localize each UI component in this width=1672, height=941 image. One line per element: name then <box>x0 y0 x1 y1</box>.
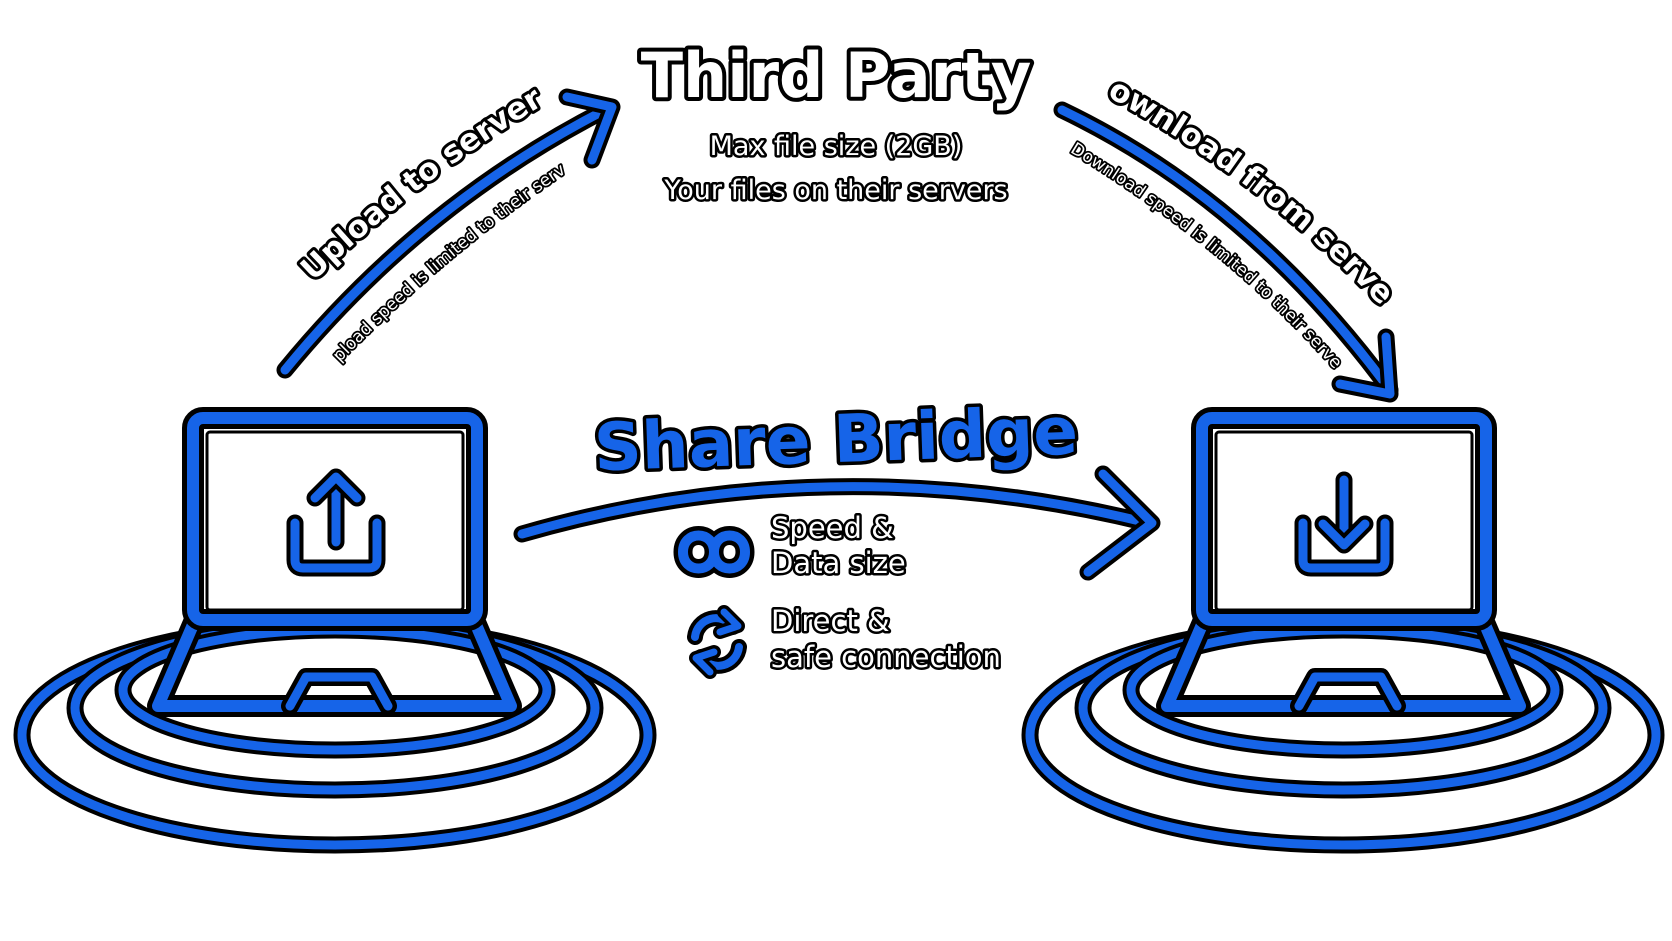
receiver-device <box>1021 407 1665 854</box>
sender-ripple-rings <box>13 616 657 854</box>
feature-connection-line-1: Direct & <box>771 604 890 638</box>
third-party-block: Third Party Max file size (2GB) Your fil… <box>637 35 1035 209</box>
feature-speed-line-2: Data size <box>771 546 906 580</box>
download-arrow <box>1053 101 1399 403</box>
receiver-laptop <box>1156 407 1531 717</box>
third-party-line-2: Your files on their servers <box>663 175 1007 206</box>
share-bridge-arrow <box>513 465 1161 581</box>
svg-text:Upload to server: Upload to server <box>294 80 549 288</box>
feature-connection-line-2: safe connection <box>771 640 1001 674</box>
feature-speed-line-1: Speed & <box>771 511 894 545</box>
third-party-title: Third Party <box>641 39 1031 112</box>
feature-connection: Direct & safe connection <box>687 602 1003 679</box>
feature-speed: Speed & Data size <box>673 509 908 583</box>
sender-device <box>13 407 657 854</box>
upload-arrow <box>276 88 621 379</box>
receiver-ripple-rings <box>1021 616 1665 854</box>
sync-arrows-icon <box>687 605 747 679</box>
upload-icon <box>286 468 386 577</box>
download-icon <box>1294 471 1394 577</box>
upload-label: Upload to server <box>291 77 552 291</box>
share-bridge-title: Share Bridge <box>593 393 1079 487</box>
third-party-line-1: Max file size (2GB) <box>710 131 963 162</box>
infinity-icon <box>673 526 755 578</box>
